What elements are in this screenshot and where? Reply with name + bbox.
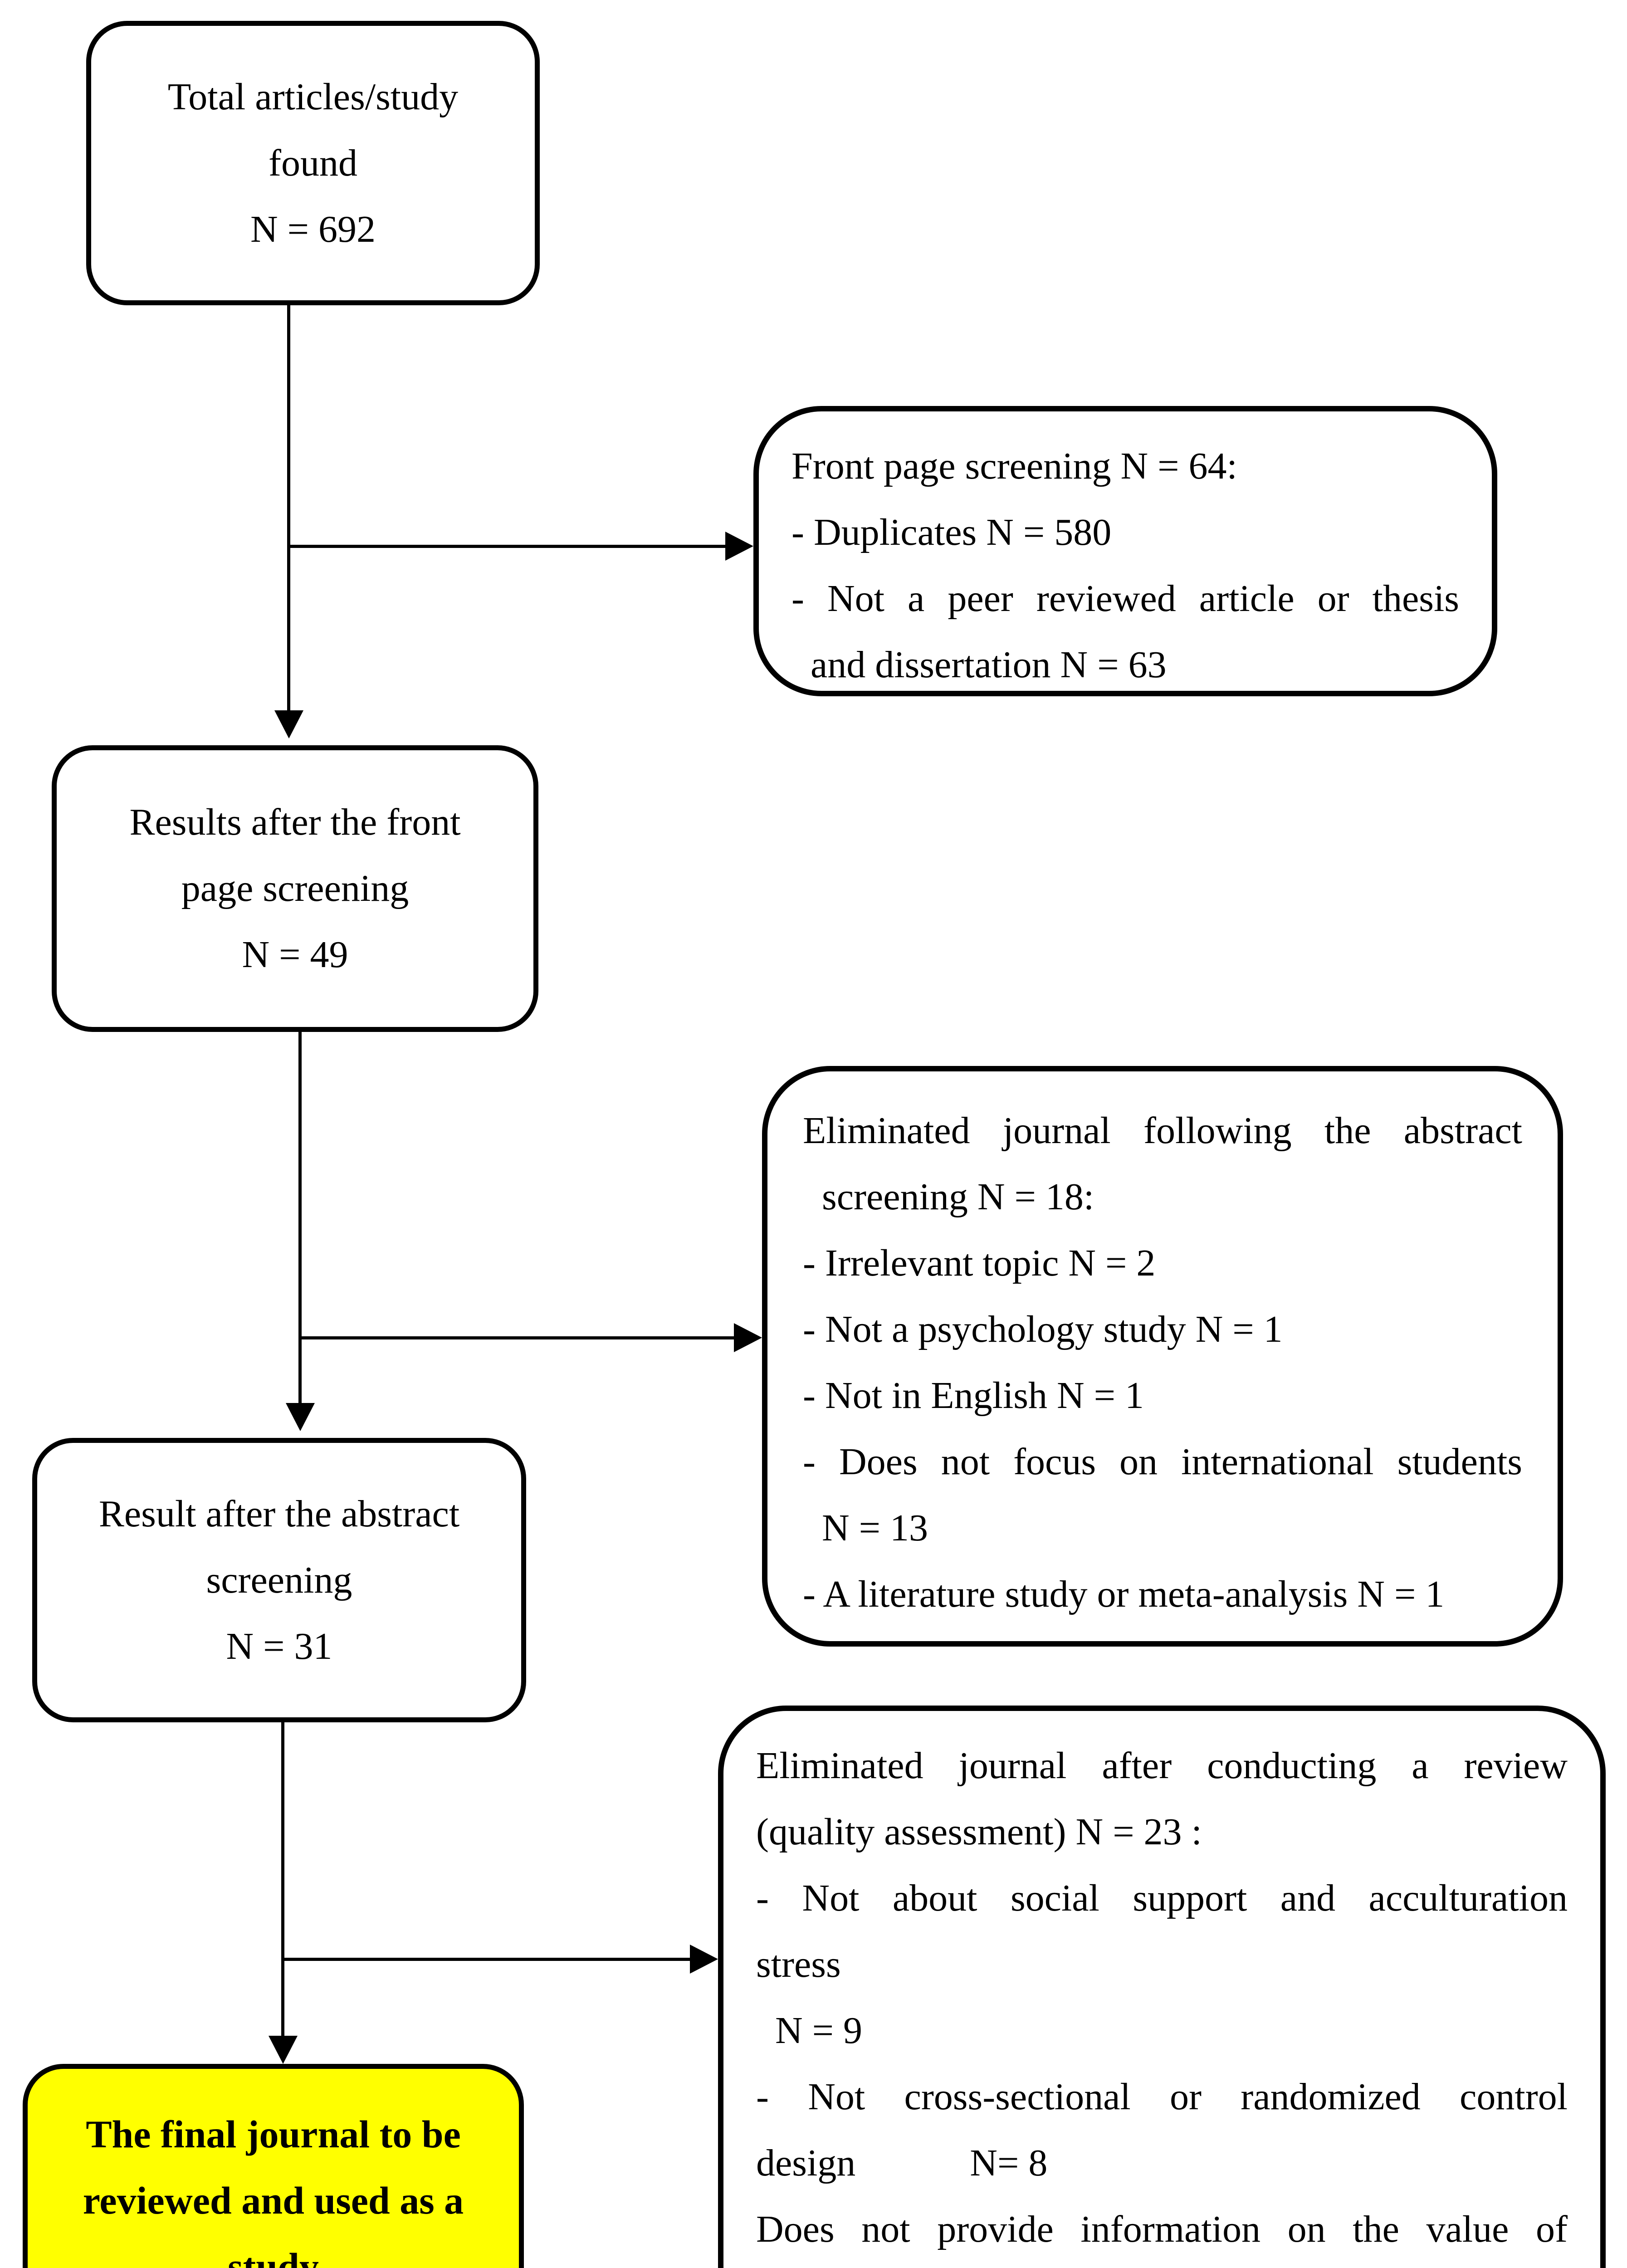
text-line: Total articles/study: [167, 75, 459, 118]
note-front-page-screening-exclusions: Front page screening N = 64: - Duplicates…: [753, 406, 1497, 696]
text-line: Result after the abstract: [98, 1492, 460, 1535]
text-line: - Not in English N = 1: [803, 1374, 1144, 1417]
text-line: Eliminated journal after conducting a re…: [756, 1745, 1568, 1787]
text-line: N = 9: [756, 2009, 863, 2052]
text-line: study: [228, 2244, 319, 2268]
text-line: design N= 8: [756, 2142, 1048, 2184]
connector-line-total-to-results: [287, 305, 290, 711]
connector-line-abstract-to-final: [281, 1722, 284, 2037]
arrow-down-icon: [274, 710, 303, 738]
arrow-down-icon: [286, 1403, 315, 1431]
text-line: page screening: [181, 867, 409, 909]
connector-line-results-to-abstract: [298, 1032, 302, 1404]
arrow-down-icon: [269, 2036, 298, 2064]
note-abstract-screening-exclusions: Eliminated journal following the abstrac…: [762, 1066, 1563, 1647]
text-line: - Not cross-sectional or randomized cont…: [756, 2076, 1568, 2118]
text-line: N = 13: [803, 1507, 928, 1549]
connector-line-branch-review: [283, 1958, 690, 1961]
text-line: found: [269, 142, 357, 184]
connector-line-branch-front-page: [289, 545, 726, 548]
text-line: (quality assessment) N = 23 :: [756, 1811, 1202, 1853]
text-line: N = 692: [250, 208, 376, 250]
text-line: Front page screening N = 64:: [792, 445, 1237, 487]
node-total-articles-found: Total articles/study found N = 692: [86, 21, 540, 305]
arrow-right-icon: [725, 532, 753, 561]
text-line: - Does not focus on international studen…: [803, 1441, 1522, 1483]
text-line: - Duplicates N = 580: [792, 511, 1112, 553]
node-result-after-abstract-screening: Result after the abstract screening N = 31: [32, 1438, 526, 1722]
text-line: raw r/t/F/z, N = 4: [756, 2263, 1568, 2268]
text-line: reviewed and used as a: [83, 2178, 464, 2222]
text-line: and dissertation N = 63: [792, 644, 1167, 686]
text-line: Results after the front: [129, 801, 461, 843]
arrow-right-icon: [690, 1945, 718, 1974]
text-line: - A literature study or meta-analysis N …: [803, 1573, 1445, 1615]
text-line: - Not a psychology study N = 1: [803, 1308, 1283, 1350]
node-final-journal-highlighted: The final journal to be reviewed and used…: [23, 2064, 524, 2268]
text-line: - Not about social support and accultura…: [756, 1877, 1568, 1919]
arrow-right-icon: [734, 1323, 762, 1352]
connector-line-branch-abstract: [300, 1336, 734, 1339]
text-line: N = 49: [242, 934, 348, 976]
text-line: Eliminated journal following the abstrac…: [803, 1110, 1522, 1152]
note-quality-review-exclusions: Eliminated journal after conducting a re…: [718, 1706, 1606, 2268]
text-line: - Not a peer reviewed article or thesis: [792, 577, 1459, 620]
text-line: screening N = 18:: [803, 1176, 1094, 1218]
text-line: N = 31: [226, 1625, 332, 1667]
text-line: Does not provide information on the valu…: [756, 2208, 1568, 2250]
text-line: stress: [756, 1943, 841, 1985]
text-line: screening: [206, 1559, 352, 1601]
text-line: - Irrelevant topic N = 2: [803, 1242, 1156, 1284]
node-results-after-front-page-screening: Results after the front page screening N =…: [52, 745, 538, 1032]
text-line: The final journal to be: [86, 2112, 461, 2156]
